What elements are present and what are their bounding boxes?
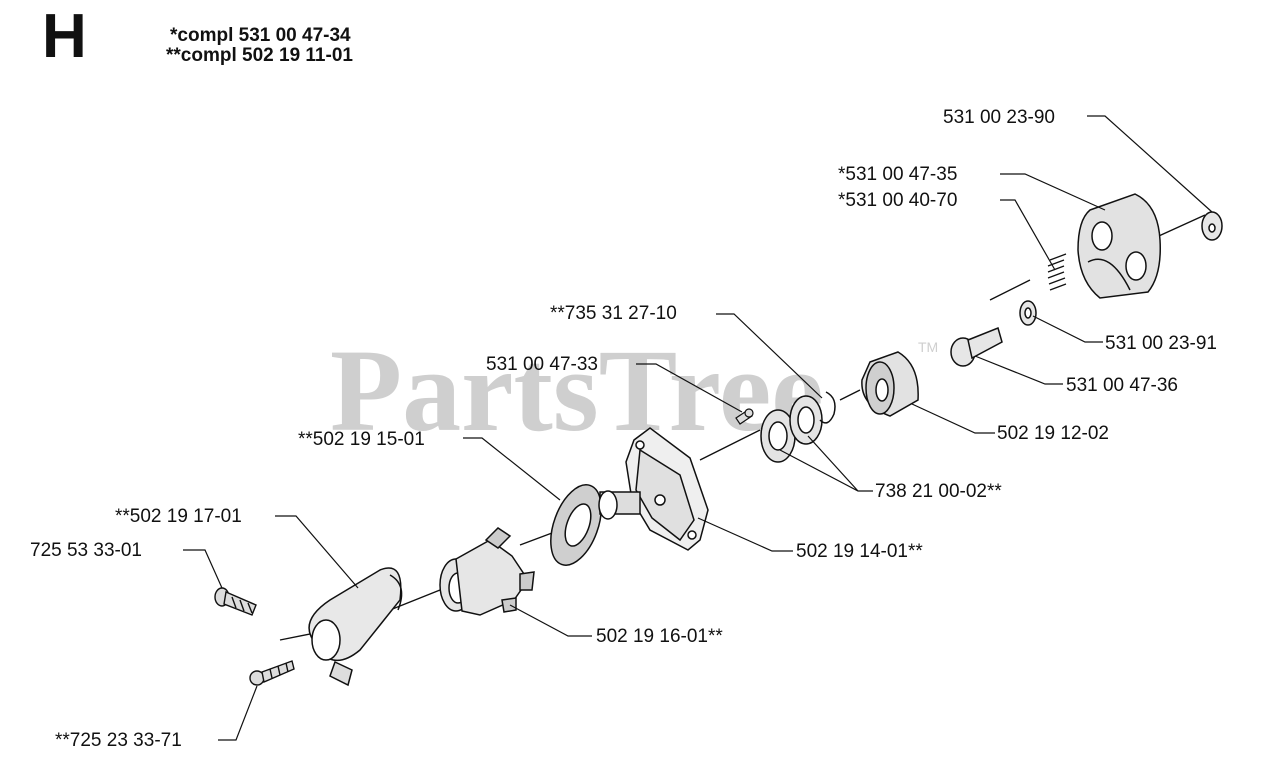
callout-label[interactable]: 502 19 12-02 — [997, 423, 1109, 444]
callout-label[interactable]: 725 53 33-01 — [30, 540, 142, 561]
callout-label[interactable]: 531 00 23-90 — [943, 107, 1055, 128]
section-letter: H — [42, 2, 87, 71]
callout-label[interactable]: *531 00 47-35 — [838, 164, 958, 185]
callout-label[interactable]: 738 21 00-02** — [875, 481, 1002, 502]
screw-upper-part — [214, 587, 257, 616]
callout-label[interactable]: 531 00 47-33 — [486, 354, 598, 375]
bearings-part — [760, 395, 823, 463]
callout-label[interactable]: **725 23 33-71 — [55, 730, 182, 751]
callout-label[interactable]: *531 00 40-70 — [838, 190, 958, 211]
leader-lines — [183, 115, 1213, 741]
housing-plate-part — [598, 427, 709, 551]
small-screw-part — [735, 408, 754, 425]
watermark-tm: TM — [918, 339, 938, 355]
callout-label[interactable]: 502 19 14-01** — [796, 541, 923, 562]
top-washer-part — [1201, 211, 1223, 241]
callout-label[interactable]: 502 19 16-01** — [596, 626, 723, 647]
washer-part — [1019, 300, 1037, 326]
complete-set-2: **compl 502 19 11-01 — [166, 45, 353, 66]
callout-label[interactable]: **735 31 27-10 — [550, 303, 677, 324]
shoulder-bolt-part — [950, 326, 1003, 367]
drive-hub-part — [439, 527, 535, 616]
complete-set-1: *compl 531 00 47-34 — [170, 25, 351, 46]
clutch-shoes-part — [1077, 193, 1161, 299]
watermark-text: PartsTree — [330, 325, 824, 456]
cone-housing-part — [308, 567, 403, 687]
callout-label[interactable]: **502 19 15-01 — [298, 429, 425, 450]
retaining-ring-part — [819, 391, 836, 424]
clutch-drum-part — [861, 351, 919, 417]
callout-label[interactable]: 531 00 23-91 — [1105, 333, 1217, 354]
screw-lower-part — [249, 660, 295, 686]
gasket-part — [550, 484, 602, 566]
callout-label[interactable]: **502 19 17-01 — [115, 506, 242, 527]
callout-label[interactable]: 531 00 47-36 — [1066, 375, 1178, 396]
spring-part — [1047, 253, 1067, 291]
